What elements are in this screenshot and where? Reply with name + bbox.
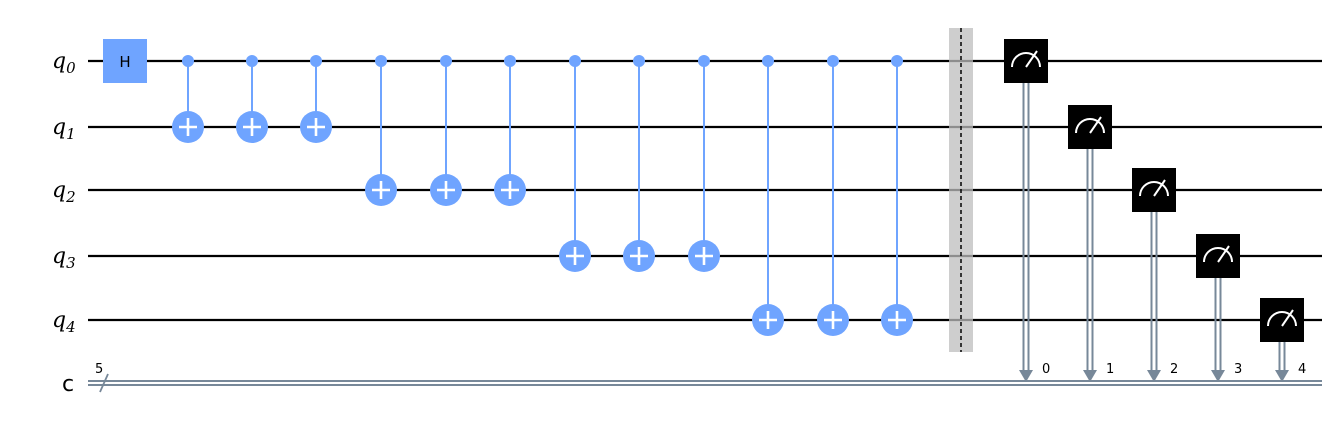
cnot-control-dot: [246, 55, 258, 67]
qubit-label-1: q1: [52, 115, 76, 143]
cnot-control-dot: [310, 55, 322, 67]
classical-bit-label: 1: [1106, 362, 1114, 377]
meter-needle-icon: [1217, 245, 1230, 263]
meter-arc-icon: [1139, 181, 1169, 197]
classical-label: c: [62, 372, 74, 397]
cnot-control-dot: [633, 55, 645, 67]
cnot-control-dot: [182, 55, 194, 67]
qubit-label-index: 1: [66, 125, 76, 143]
classical-bundle-slash: [99, 373, 109, 393]
measure-gate: [1004, 39, 1048, 83]
cnot-control-dot: [827, 55, 839, 67]
qubit-label-name: q: [52, 115, 66, 140]
classical-size-label: 5: [95, 362, 103, 377]
cnot-control-dot: [504, 55, 516, 67]
meter-arc-icon: [1075, 118, 1105, 134]
measure-arrowhead: [1019, 370, 1033, 382]
meter-arc-icon: [1011, 52, 1041, 68]
qubit-label-index: 0: [66, 59, 76, 77]
meter-needle-icon: [1153, 179, 1166, 197]
measure-gate: [1260, 298, 1304, 342]
meter-needle-icon: [1089, 116, 1102, 134]
measure-gate: [1196, 234, 1240, 278]
measure-arrowhead: [1147, 370, 1161, 382]
cnot-control-dot: [569, 55, 581, 67]
qubit-label-name: q: [52, 49, 66, 74]
classical-bit-label: 0: [1042, 362, 1050, 377]
hadamard-gate-label: H: [119, 53, 130, 71]
classical-bit-label: 4: [1298, 362, 1306, 377]
qubit-label-4: q4: [52, 308, 76, 336]
qubit-label-index: 4: [65, 318, 76, 336]
measure-gate: [1068, 105, 1112, 149]
classical-bit-label: 3: [1234, 362, 1242, 377]
qubit-label-name: q: [52, 308, 66, 333]
classical-bit-label: 2: [1170, 362, 1178, 377]
qubit-label-name: q: [52, 178, 66, 203]
qubit-label-index: 2: [65, 188, 76, 206]
cnot-control-dot: [762, 55, 774, 67]
meter-arc-icon: [1267, 311, 1297, 327]
qubit-label-3: q3: [52, 244, 76, 272]
cnot-control-dot: [375, 55, 387, 67]
measure-gate: [1132, 168, 1176, 212]
hadamard-gate: [103, 39, 147, 83]
measure-arrowhead: [1275, 370, 1289, 382]
measure-arrowhead: [1211, 370, 1225, 382]
cnot-control-dot: [698, 55, 710, 67]
meter-arc-icon: [1203, 247, 1233, 263]
cnot-control-dot: [440, 55, 452, 67]
qubit-label-0: q0: [52, 49, 76, 77]
meter-needle-icon: [1025, 50, 1038, 68]
meter-needle-icon: [1281, 309, 1294, 327]
qubit-label-2: q2: [52, 178, 76, 206]
measure-arrowhead: [1083, 370, 1097, 382]
cnot-control-dot: [891, 55, 903, 67]
qubit-label-name: q: [52, 244, 66, 269]
qubit-label-index: 3: [66, 254, 76, 272]
